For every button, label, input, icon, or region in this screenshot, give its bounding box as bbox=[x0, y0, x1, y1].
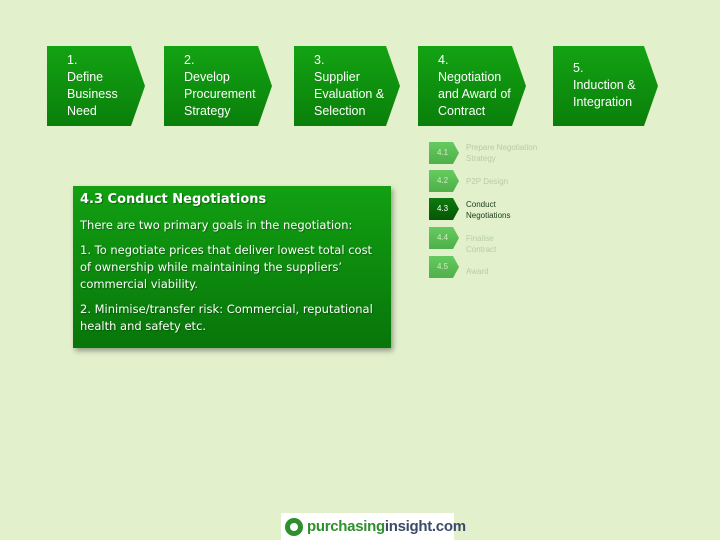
step-line: 2. bbox=[184, 53, 195, 67]
conduct-negotiations-panel: 4.3 Conduct Negotiations There are two p… bbox=[73, 186, 391, 348]
step-line: Integration bbox=[573, 94, 633, 109]
substep-4-2-label: P2P Design bbox=[466, 176, 508, 187]
step-line: Business bbox=[67, 87, 118, 101]
logo-text-part-1: purchasing bbox=[307, 518, 385, 535]
substep-label-line: Conduct bbox=[466, 200, 496, 209]
step-line: 5. bbox=[573, 60, 584, 75]
substep-label-line: Strategy bbox=[466, 154, 496, 163]
substep-4-4-badge: 4.4 bbox=[429, 227, 459, 249]
logo-text: purchasinginsight.com bbox=[307, 518, 466, 535]
process-step-develop-procurement-strategy: 2. Develop Procurement Strategy bbox=[164, 46, 272, 126]
substep-label-line: Contract bbox=[466, 245, 497, 254]
substep-label-line: Prepare Negotiation bbox=[466, 143, 538, 152]
step-line: Induction & bbox=[573, 77, 636, 92]
step-line: 3. bbox=[314, 53, 325, 67]
panel-goal-2: 2. Minimise/transfer risk: Commercial, r… bbox=[80, 302, 373, 333]
logo-circle-icon bbox=[285, 517, 303, 536]
substep-4-2-badge: 4.2 bbox=[429, 170, 459, 192]
substep-number: 4.5 bbox=[437, 262, 449, 271]
substep-label-line: Negotiations bbox=[466, 211, 511, 220]
substep-4-3-badge: 4.3 bbox=[429, 198, 459, 220]
step-line: 4. bbox=[438, 53, 449, 67]
step-line: Evaluation & bbox=[314, 87, 385, 101]
step-line: Selection bbox=[314, 104, 366, 118]
process-step-negotiation-award: 4. Negotiation and Award of Contract bbox=[418, 46, 526, 126]
panel-goal-1: 1. To negotiate prices that deliver lowe… bbox=[80, 243, 373, 291]
substep-number: 4.4 bbox=[437, 233, 449, 242]
substep-number: 4.3 bbox=[437, 204, 449, 213]
substep-4-1-label: Prepare Negotiation Strategy bbox=[466, 142, 537, 164]
substep-4-1-badge: 4.1 bbox=[429, 142, 459, 164]
substep-number: 4.1 bbox=[437, 148, 449, 157]
substep-label-line: Award bbox=[466, 267, 489, 276]
step-line: Define bbox=[67, 70, 104, 84]
step-line: Develop bbox=[184, 70, 230, 84]
substep-4-5-badge: 4.5 bbox=[429, 256, 459, 278]
step-line: Need bbox=[67, 104, 97, 118]
process-step-supplier-evaluation: 3. Supplier Evaluation & Selection bbox=[294, 46, 400, 126]
step-line: 1. bbox=[67, 53, 78, 67]
panel-title: 4.3 Conduct Negotiations bbox=[80, 192, 267, 207]
step-line: Procurement bbox=[184, 87, 256, 101]
purchasinginsight-logo: purchasinginsight.com bbox=[281, 513, 466, 540]
substep-label-line: Finalise bbox=[466, 234, 494, 243]
substep-4-5-label: Award bbox=[466, 266, 489, 277]
step-line: Supplier bbox=[314, 70, 360, 84]
substep-label-line: P2P Design bbox=[466, 177, 509, 186]
substep-number: 4.2 bbox=[437, 176, 449, 185]
substep-4-3-label: Conduct Negotiations bbox=[466, 199, 510, 221]
step-line: Contract bbox=[438, 104, 486, 118]
panel-intro: There are two primary goals in the negot… bbox=[80, 218, 353, 232]
step-line: Strategy bbox=[184, 104, 231, 118]
logo-text-part-2: insight.com bbox=[384, 518, 466, 535]
step-line: Negotiation bbox=[438, 70, 502, 84]
process-step-define-business-need: 1. Define Business Need bbox=[47, 46, 145, 126]
substep-4-4-label: Finalise Contract bbox=[466, 233, 496, 255]
process-step-induction-integration: 5. Induction & Integration bbox=[553, 46, 658, 126]
step-line: and Award of bbox=[438, 87, 511, 101]
